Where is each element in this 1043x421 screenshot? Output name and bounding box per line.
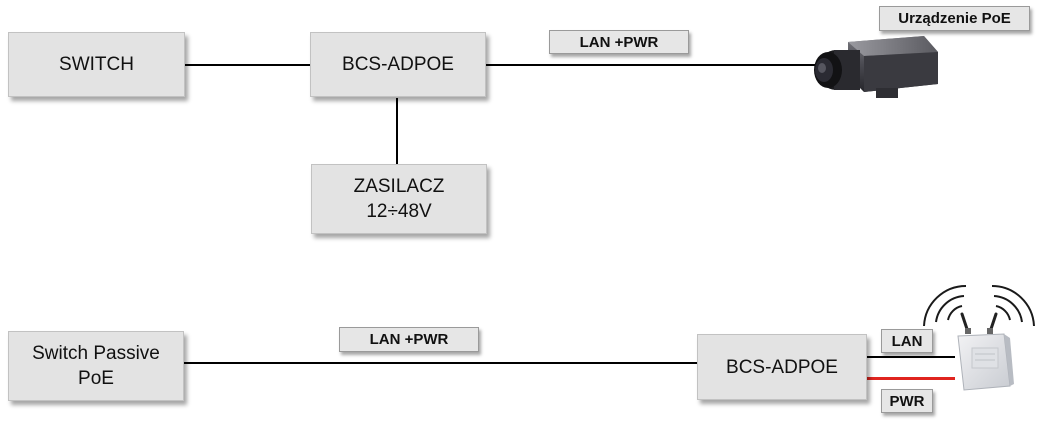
adapter-box-bottom: BCS-ADPOE	[697, 334, 867, 400]
pwr-tag: PWR	[881, 389, 933, 413]
device-tag-label: Urządzenie PoE	[898, 10, 1011, 27]
device-tag: Urządzenie PoE	[879, 6, 1030, 31]
passive-switch-box: Switch Passive PoE	[8, 331, 184, 401]
adapter-to-psu-line	[396, 98, 398, 164]
lan-tag: LAN	[881, 329, 933, 353]
adapter-label-bottom: BCS-ADPOE	[726, 356, 838, 378]
link-tag-top-label: LAN +PWR	[579, 33, 659, 51]
pwr-tag-label: PWR	[889, 392, 925, 410]
switch-to-adapter-line	[185, 64, 310, 66]
link-tag-bottom-label: LAN +PWR	[369, 331, 449, 348]
passive-switch-label-line2: PoE	[78, 368, 114, 389]
passive-switch-label-line1: Switch Passive	[32, 343, 160, 364]
psu-box: ZASILACZ 12÷48V	[311, 164, 487, 234]
passive-switch-to-adapter-line	[184, 362, 697, 364]
pwr-line	[867, 377, 955, 380]
link-tag-bottom: LAN +PWR	[339, 327, 479, 352]
adapter-box-top: BCS-ADPOE	[310, 32, 486, 97]
psu-label-line1: ZASILACZ	[353, 176, 445, 197]
adapter-label-top: BCS-ADPOE	[342, 54, 454, 75]
switch-label: SWITCH	[59, 54, 134, 75]
lan-line	[867, 356, 955, 358]
psu-label-line2: 12÷48V	[366, 201, 432, 222]
lan-tag-label: LAN	[891, 332, 923, 350]
switch-box: SWITCH	[8, 32, 185, 97]
wireless-access-point-icon	[923, 284, 1035, 391]
link-tag-top: LAN +PWR	[549, 30, 689, 54]
security-camera-icon	[814, 36, 938, 98]
adapter-to-camera-line	[486, 64, 816, 66]
